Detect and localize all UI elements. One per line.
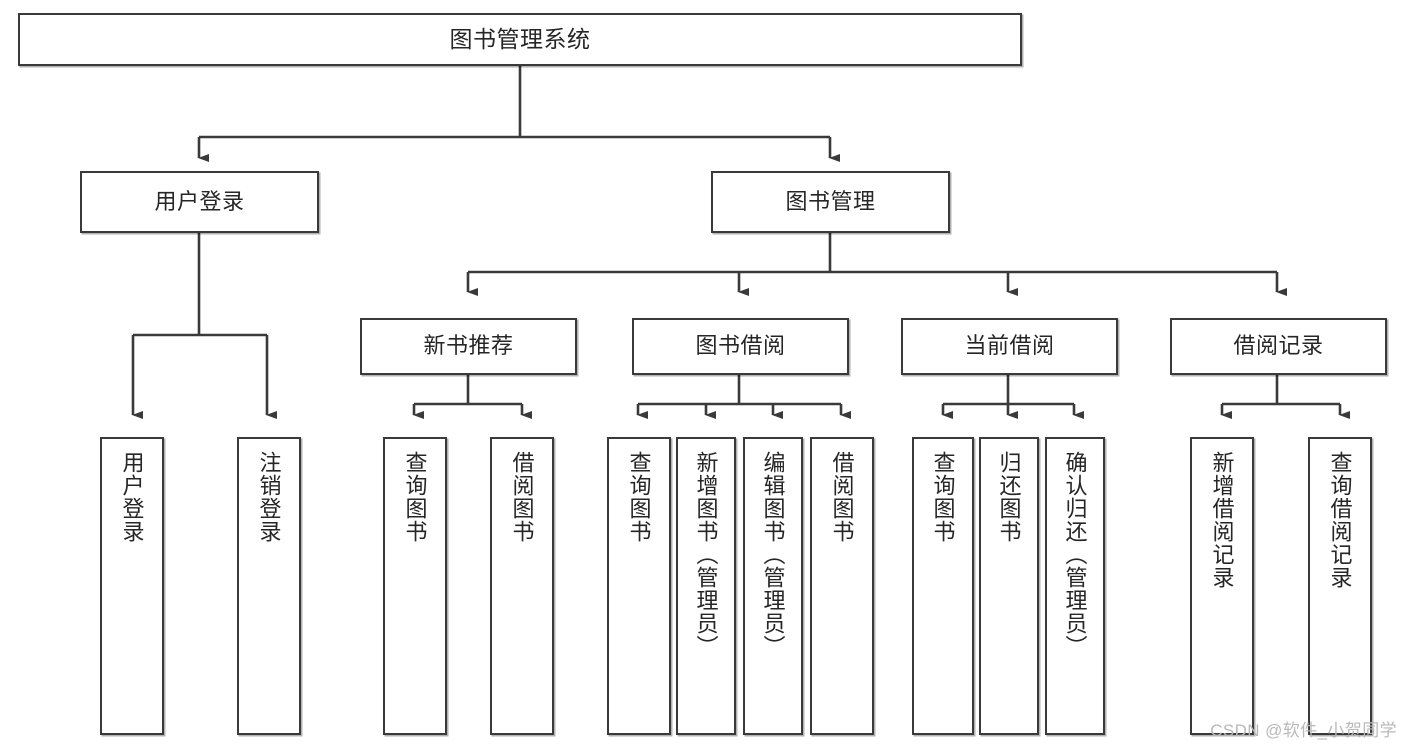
leaf-borrow-books-recommendation[interactable]: 借阅图书 bbox=[490, 437, 554, 735]
node-label: 查询图书 bbox=[626, 451, 652, 543]
leaf-query-books-borrow[interactable]: 查询图书 bbox=[607, 437, 671, 735]
leaf-add-borrow-record[interactable]: 新增借阅记录 bbox=[1190, 437, 1254, 735]
node-label: 新书推荐 bbox=[423, 333, 514, 359]
node-current-borrow[interactable]: 当前借阅 bbox=[901, 318, 1118, 375]
leaf-edit-book-admin[interactable]: 编辑图书（管理员） bbox=[743, 437, 803, 735]
node-label: 借阅图书 bbox=[829, 451, 855, 543]
leaf-add-book-admin[interactable]: 新增图书（管理员） bbox=[676, 437, 736, 735]
node-label: 注销登录 bbox=[256, 451, 282, 543]
node-label: 确认归还（管理员） bbox=[1062, 451, 1088, 658]
leaf-user-login[interactable]: 用户登录 bbox=[100, 437, 164, 735]
node-label: 查询图书 bbox=[930, 451, 956, 543]
node-label: 新增图书（管理员） bbox=[693, 451, 719, 658]
node-label: 新增借阅记录 bbox=[1209, 451, 1235, 589]
node-book-borrow[interactable]: 图书借阅 bbox=[632, 318, 849, 375]
node-label: 查询图书 bbox=[402, 451, 428, 543]
node-label: 图书管理系统 bbox=[449, 25, 591, 52]
node-label: 图书借阅 bbox=[695, 333, 786, 359]
node-label: 当前借阅 bbox=[964, 333, 1055, 359]
node-root-book-management-system[interactable]: 图书管理系统 bbox=[18, 13, 1022, 66]
node-label: 图书管理 bbox=[785, 188, 876, 214]
node-label: 编辑图书（管理员） bbox=[760, 451, 786, 658]
node-user-login[interactable]: 用户登录 bbox=[80, 171, 319, 233]
leaf-query-borrow-record[interactable]: 查询借阅记录 bbox=[1308, 437, 1372, 735]
leaf-logout[interactable]: 注销登录 bbox=[237, 437, 301, 735]
node-label: 用户登录 bbox=[154, 188, 245, 214]
leaf-query-books-current[interactable]: 查询图书 bbox=[912, 437, 974, 735]
node-label: 用户登录 bbox=[119, 451, 145, 543]
leaf-borrow-books[interactable]: 借阅图书 bbox=[810, 437, 874, 735]
node-label: 借阅记录 bbox=[1233, 333, 1324, 359]
node-label: 查询借阅记录 bbox=[1327, 451, 1353, 589]
node-book-management[interactable]: 图书管理 bbox=[711, 171, 950, 233]
leaf-confirm-return-admin[interactable]: 确认归还（管理员） bbox=[1045, 437, 1105, 735]
leaf-return-books[interactable]: 归还图书 bbox=[979, 437, 1039, 735]
node-borrow-records[interactable]: 借阅记录 bbox=[1170, 318, 1387, 375]
node-label: 借阅图书 bbox=[509, 451, 535, 543]
watermark: CSDN @软件_小贺同学 bbox=[1210, 721, 1397, 740]
node-new-book-recommendation[interactable]: 新书推荐 bbox=[360, 318, 577, 375]
leaf-query-books-recommendation[interactable]: 查询图书 bbox=[383, 437, 447, 735]
node-label: 归还图书 bbox=[996, 451, 1022, 543]
